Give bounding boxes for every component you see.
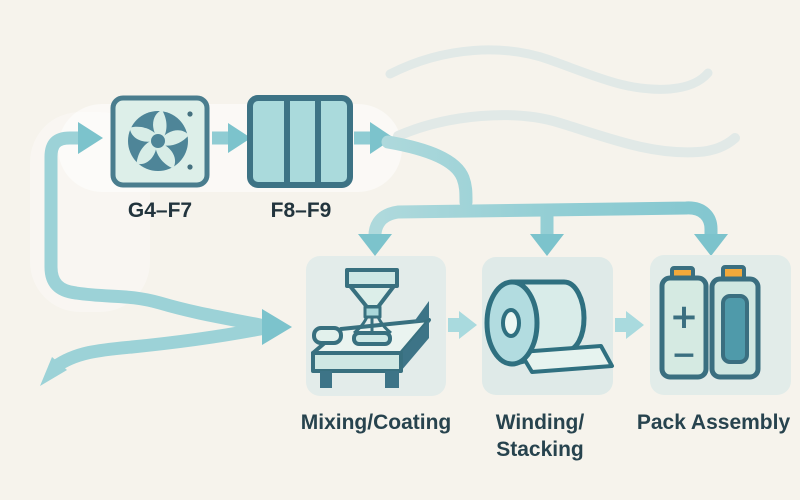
table-side-face (401, 320, 429, 371)
battery-cells-icon: + − (659, 265, 761, 380)
plus-symbol: + (670, 297, 699, 337)
label-pack-assembly: Pack Assembly (636, 411, 791, 434)
merge-arrowhead (262, 309, 292, 345)
supply-air-loop-arrow (40, 122, 292, 386)
hopper-valve (363, 305, 382, 319)
air-wave-icon (385, 45, 713, 94)
screw-dot (187, 111, 193, 117)
table-leg (320, 371, 332, 388)
return-band (48, 322, 267, 374)
air-wave-icon (393, 110, 740, 158)
arrowhead-down-pack (694, 234, 728, 256)
battery-cell-left (659, 275, 709, 380)
filter-bank-icon (247, 95, 353, 188)
fan-unit-icon (110, 95, 210, 188)
table-front (311, 351, 403, 373)
screw-dot (187, 164, 193, 170)
arrowhead (626, 311, 644, 339)
electrode-roll-icon (484, 279, 614, 374)
side-roller (312, 326, 343, 345)
manifold-band (368, 201, 718, 247)
coating-bar (352, 331, 392, 346)
coating-machine-icon (311, 268, 431, 388)
arrowhead (370, 122, 394, 154)
table-lip (413, 301, 429, 323)
return-band-tail (40, 357, 67, 386)
minus-symbol: − (671, 338, 696, 373)
arrow-mixing-to-winding (448, 311, 477, 339)
arrowhead-down-mixing (358, 234, 392, 256)
arrowhead (459, 311, 477, 339)
arrow-filter-out (354, 122, 394, 154)
feed-band (381, 135, 473, 209)
battery-window (721, 294, 749, 364)
fan-hub (151, 134, 165, 148)
label-mixing-coating: Mixing/Coating (300, 411, 452, 434)
label-winding-stacking: Winding/ Stacking (475, 409, 605, 463)
roll-sheet (518, 344, 614, 374)
arrow-fan-to-filter (212, 123, 251, 153)
arrow-winding-to-pack (615, 311, 644, 339)
table-leg (385, 371, 399, 388)
fan-blades (129, 110, 189, 169)
arrowhead-into-fan (78, 122, 103, 154)
arrowhead-down-winding (530, 234, 564, 256)
loop-band (44, 131, 267, 332)
hopper-rim (345, 268, 399, 288)
label-fine-filter: F8–F9 (270, 199, 332, 222)
air-wave-icons (385, 45, 740, 158)
roll-core (501, 308, 521, 338)
label-prefilter: G4–F7 (127, 199, 193, 222)
arrowhead (228, 123, 251, 153)
label-winding-line1: Winding/ (495, 411, 585, 434)
distribution-manifold-arrows (358, 135, 728, 256)
label-winding-line2: Stacking (496, 438, 584, 461)
